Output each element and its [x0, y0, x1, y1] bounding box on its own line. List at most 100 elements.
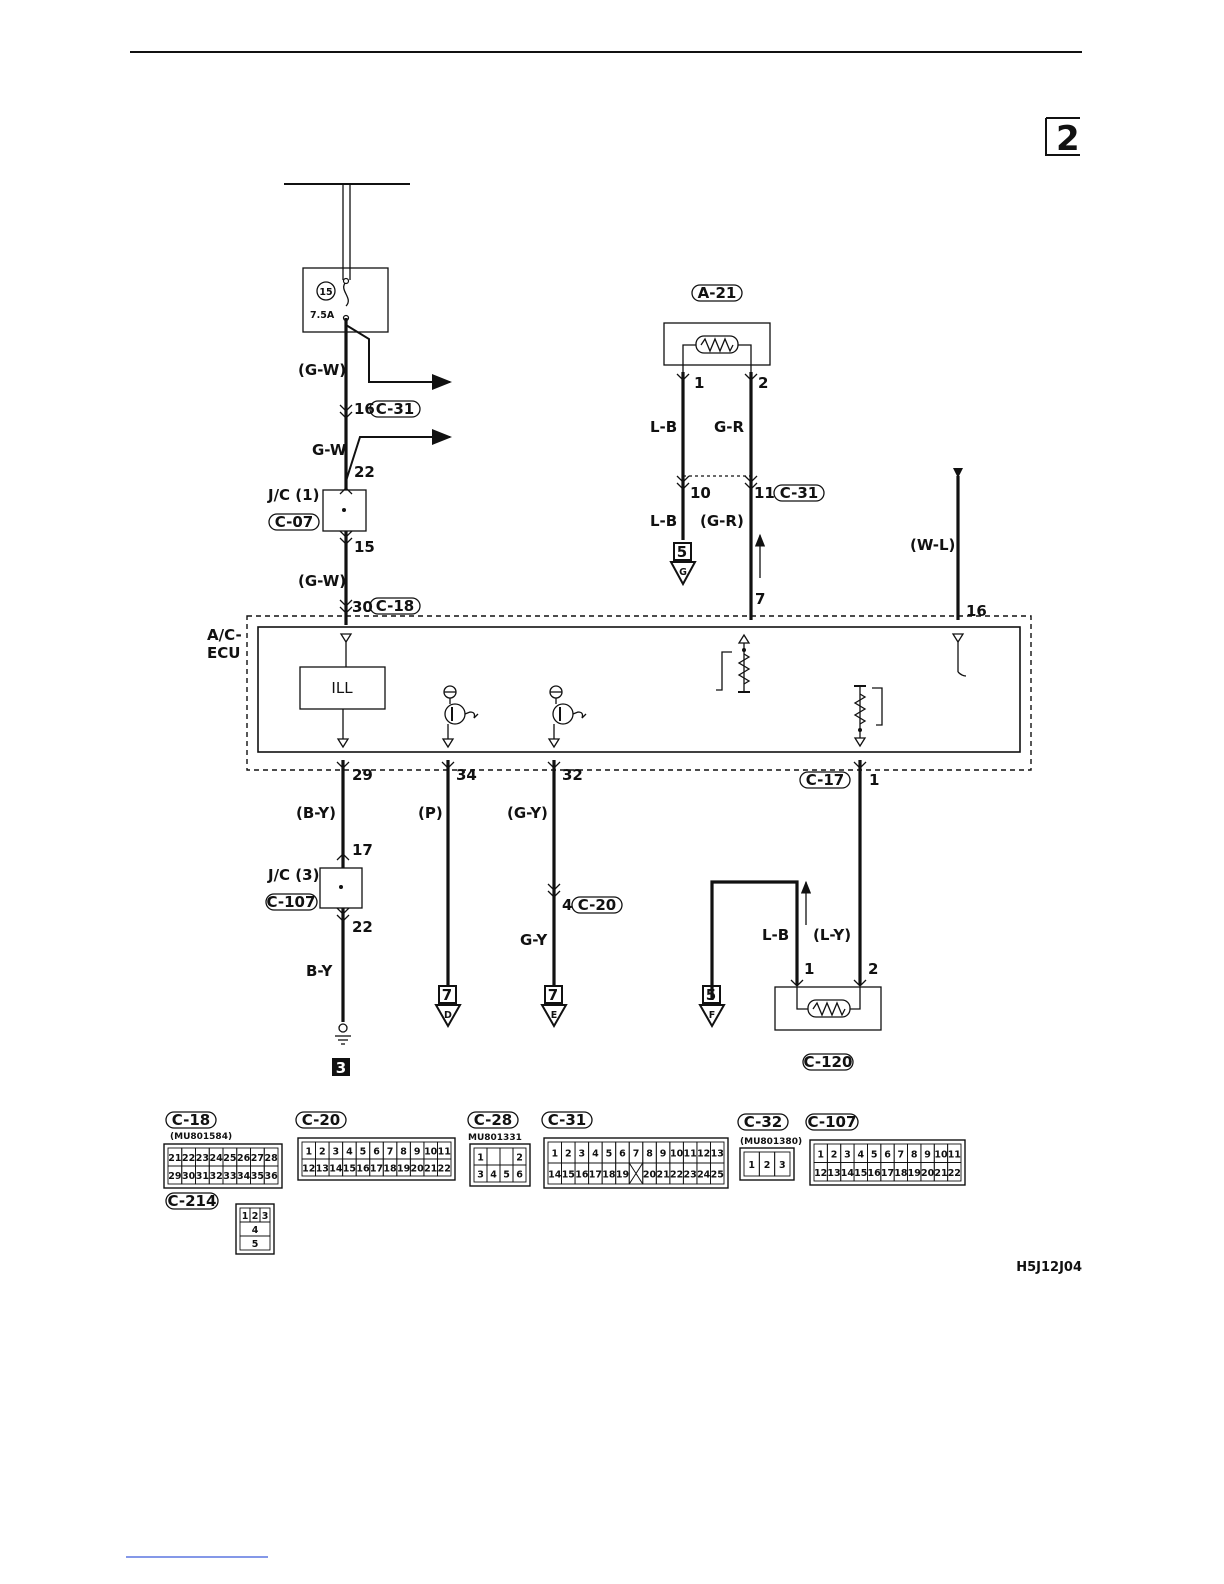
- pin-number: 19: [616, 1170, 629, 1181]
- ground-ref: 3: [336, 1059, 346, 1077]
- page-number-box: 2: [1045, 117, 1080, 159]
- pin-number: 12: [302, 1164, 315, 1175]
- pin-number: 2: [252, 1211, 259, 1222]
- pin-number: 6: [619, 1149, 626, 1160]
- pin-number: 21: [934, 1168, 947, 1179]
- pin-cell: [774, 1151, 791, 1177]
- pin-number: 7: [387, 1147, 394, 1158]
- pin-number: 6: [516, 1170, 523, 1181]
- pin-number: 12: [697, 1149, 710, 1160]
- pin-number: 3: [779, 1160, 786, 1171]
- pin-number: 4: [252, 1225, 259, 1236]
- pin-32: 32: [562, 766, 583, 784]
- pin-number: 3: [477, 1170, 484, 1181]
- pin-number: 22: [948, 1168, 961, 1179]
- pin-number: 11: [438, 1147, 451, 1158]
- pin-number: 19: [908, 1168, 921, 1179]
- pin-number: 28: [265, 1153, 279, 1164]
- pin-number: 24: [210, 1153, 224, 1164]
- pin-17-jc3: 17: [352, 841, 373, 859]
- ref-f-letter: F: [709, 1010, 716, 1021]
- wire-gy: G-Y: [520, 931, 548, 949]
- pin-number: 18: [602, 1170, 616, 1181]
- fuse-rating: 7.5A: [310, 310, 335, 321]
- pin-number: 15: [562, 1170, 575, 1181]
- pin-16-c31: 16: [354, 400, 375, 418]
- diagram-code: H5J12J04: [1016, 1260, 1082, 1275]
- pin-number: 23: [196, 1153, 209, 1164]
- pin-number: 13: [711, 1149, 724, 1160]
- face-outline-c214: [235, 1203, 275, 1255]
- face-outline-c31: [543, 1137, 729, 1189]
- ref-f-box: [702, 985, 721, 1004]
- pin-number: 9: [924, 1149, 931, 1160]
- pin-number: 21: [168, 1153, 181, 1164]
- pin-number: 20: [411, 1164, 425, 1175]
- pin-number: 25: [711, 1170, 724, 1181]
- pin-number: 22: [182, 1153, 195, 1164]
- pin-number: 3: [262, 1211, 269, 1222]
- pin-number: 2: [831, 1149, 838, 1160]
- pin-number: 14: [548, 1170, 562, 1181]
- svg-text:C-107: C-107: [267, 893, 316, 911]
- wire-ly-paren: (L-Y): [813, 926, 851, 944]
- pin-number: 18: [894, 1168, 908, 1179]
- pin-number: 27: [251, 1153, 264, 1164]
- pin-number: 13: [827, 1168, 840, 1179]
- pin-number: 10: [424, 1147, 438, 1158]
- fuse-number: 15: [319, 287, 332, 298]
- svg-text:C-28: C-28: [474, 1111, 512, 1129]
- pin-number: 12: [814, 1168, 827, 1179]
- pin-cell: [437, 1158, 452, 1177]
- pin-number: 4: [346, 1147, 353, 1158]
- ref-e-box: [544, 985, 563, 1004]
- pin-number: 5: [606, 1149, 613, 1160]
- pin-number: 19: [397, 1164, 410, 1175]
- svg-text:C-120: C-120: [804, 1053, 853, 1071]
- jc1-label: J/C (1): [267, 486, 319, 504]
- face-outline-c20: [297, 1137, 456, 1181]
- c120-box: [774, 986, 882, 1031]
- pin-number: 5: [503, 1170, 510, 1181]
- pin-number: 35: [251, 1171, 264, 1182]
- conn-c120: [802, 1053, 854, 1071]
- wire-lb-c120: L-B: [762, 926, 789, 944]
- svg-text:C-07: C-07: [275, 513, 313, 531]
- ref-g-letter: G: [679, 567, 687, 578]
- pin-number: 24: [697, 1170, 711, 1181]
- conn-c17: [799, 771, 851, 789]
- a21-pin-2: 2: [758, 374, 768, 392]
- pin-number: 1: [305, 1147, 312, 1158]
- svg-text:C-107: C-107: [808, 1113, 857, 1131]
- pin-30-c18: 30: [352, 598, 373, 616]
- pin-number: 4: [592, 1149, 599, 1160]
- pin-number: 2: [565, 1149, 572, 1160]
- pin-number: 2: [516, 1153, 523, 1164]
- pin-22-jc3: 22: [352, 918, 373, 936]
- pin-number: 26: [237, 1153, 251, 1164]
- pin-number: 18: [383, 1164, 397, 1175]
- pin-number: 21: [424, 1164, 437, 1175]
- fuse-number-circle: [316, 281, 336, 301]
- wire-lb-a21: L-B: [650, 418, 677, 436]
- ref-d-box: [438, 985, 457, 1004]
- svg-text:C-214: C-214: [168, 1192, 217, 1210]
- pn-c28: MU801331: [468, 1133, 522, 1143]
- face-label-c31: [541, 1111, 593, 1129]
- pin-number: 17: [881, 1168, 894, 1179]
- face-label-c20: [295, 1111, 347, 1129]
- pin-15-jc1: 15: [354, 538, 375, 556]
- pin-number: 17: [370, 1164, 383, 1175]
- pin-number: 25: [223, 1153, 236, 1164]
- wire-gw-paren-top: (G-W): [298, 361, 346, 379]
- face-outline-c32: [739, 1147, 795, 1181]
- ecu-inner: [257, 626, 1021, 753]
- ecu-pin-7: 7: [755, 590, 765, 608]
- wire-lb-c31: L-B: [650, 512, 677, 530]
- c31-pin-10: 10: [690, 484, 711, 502]
- pin-number: 17: [589, 1170, 602, 1181]
- pin-number: 1: [817, 1149, 824, 1160]
